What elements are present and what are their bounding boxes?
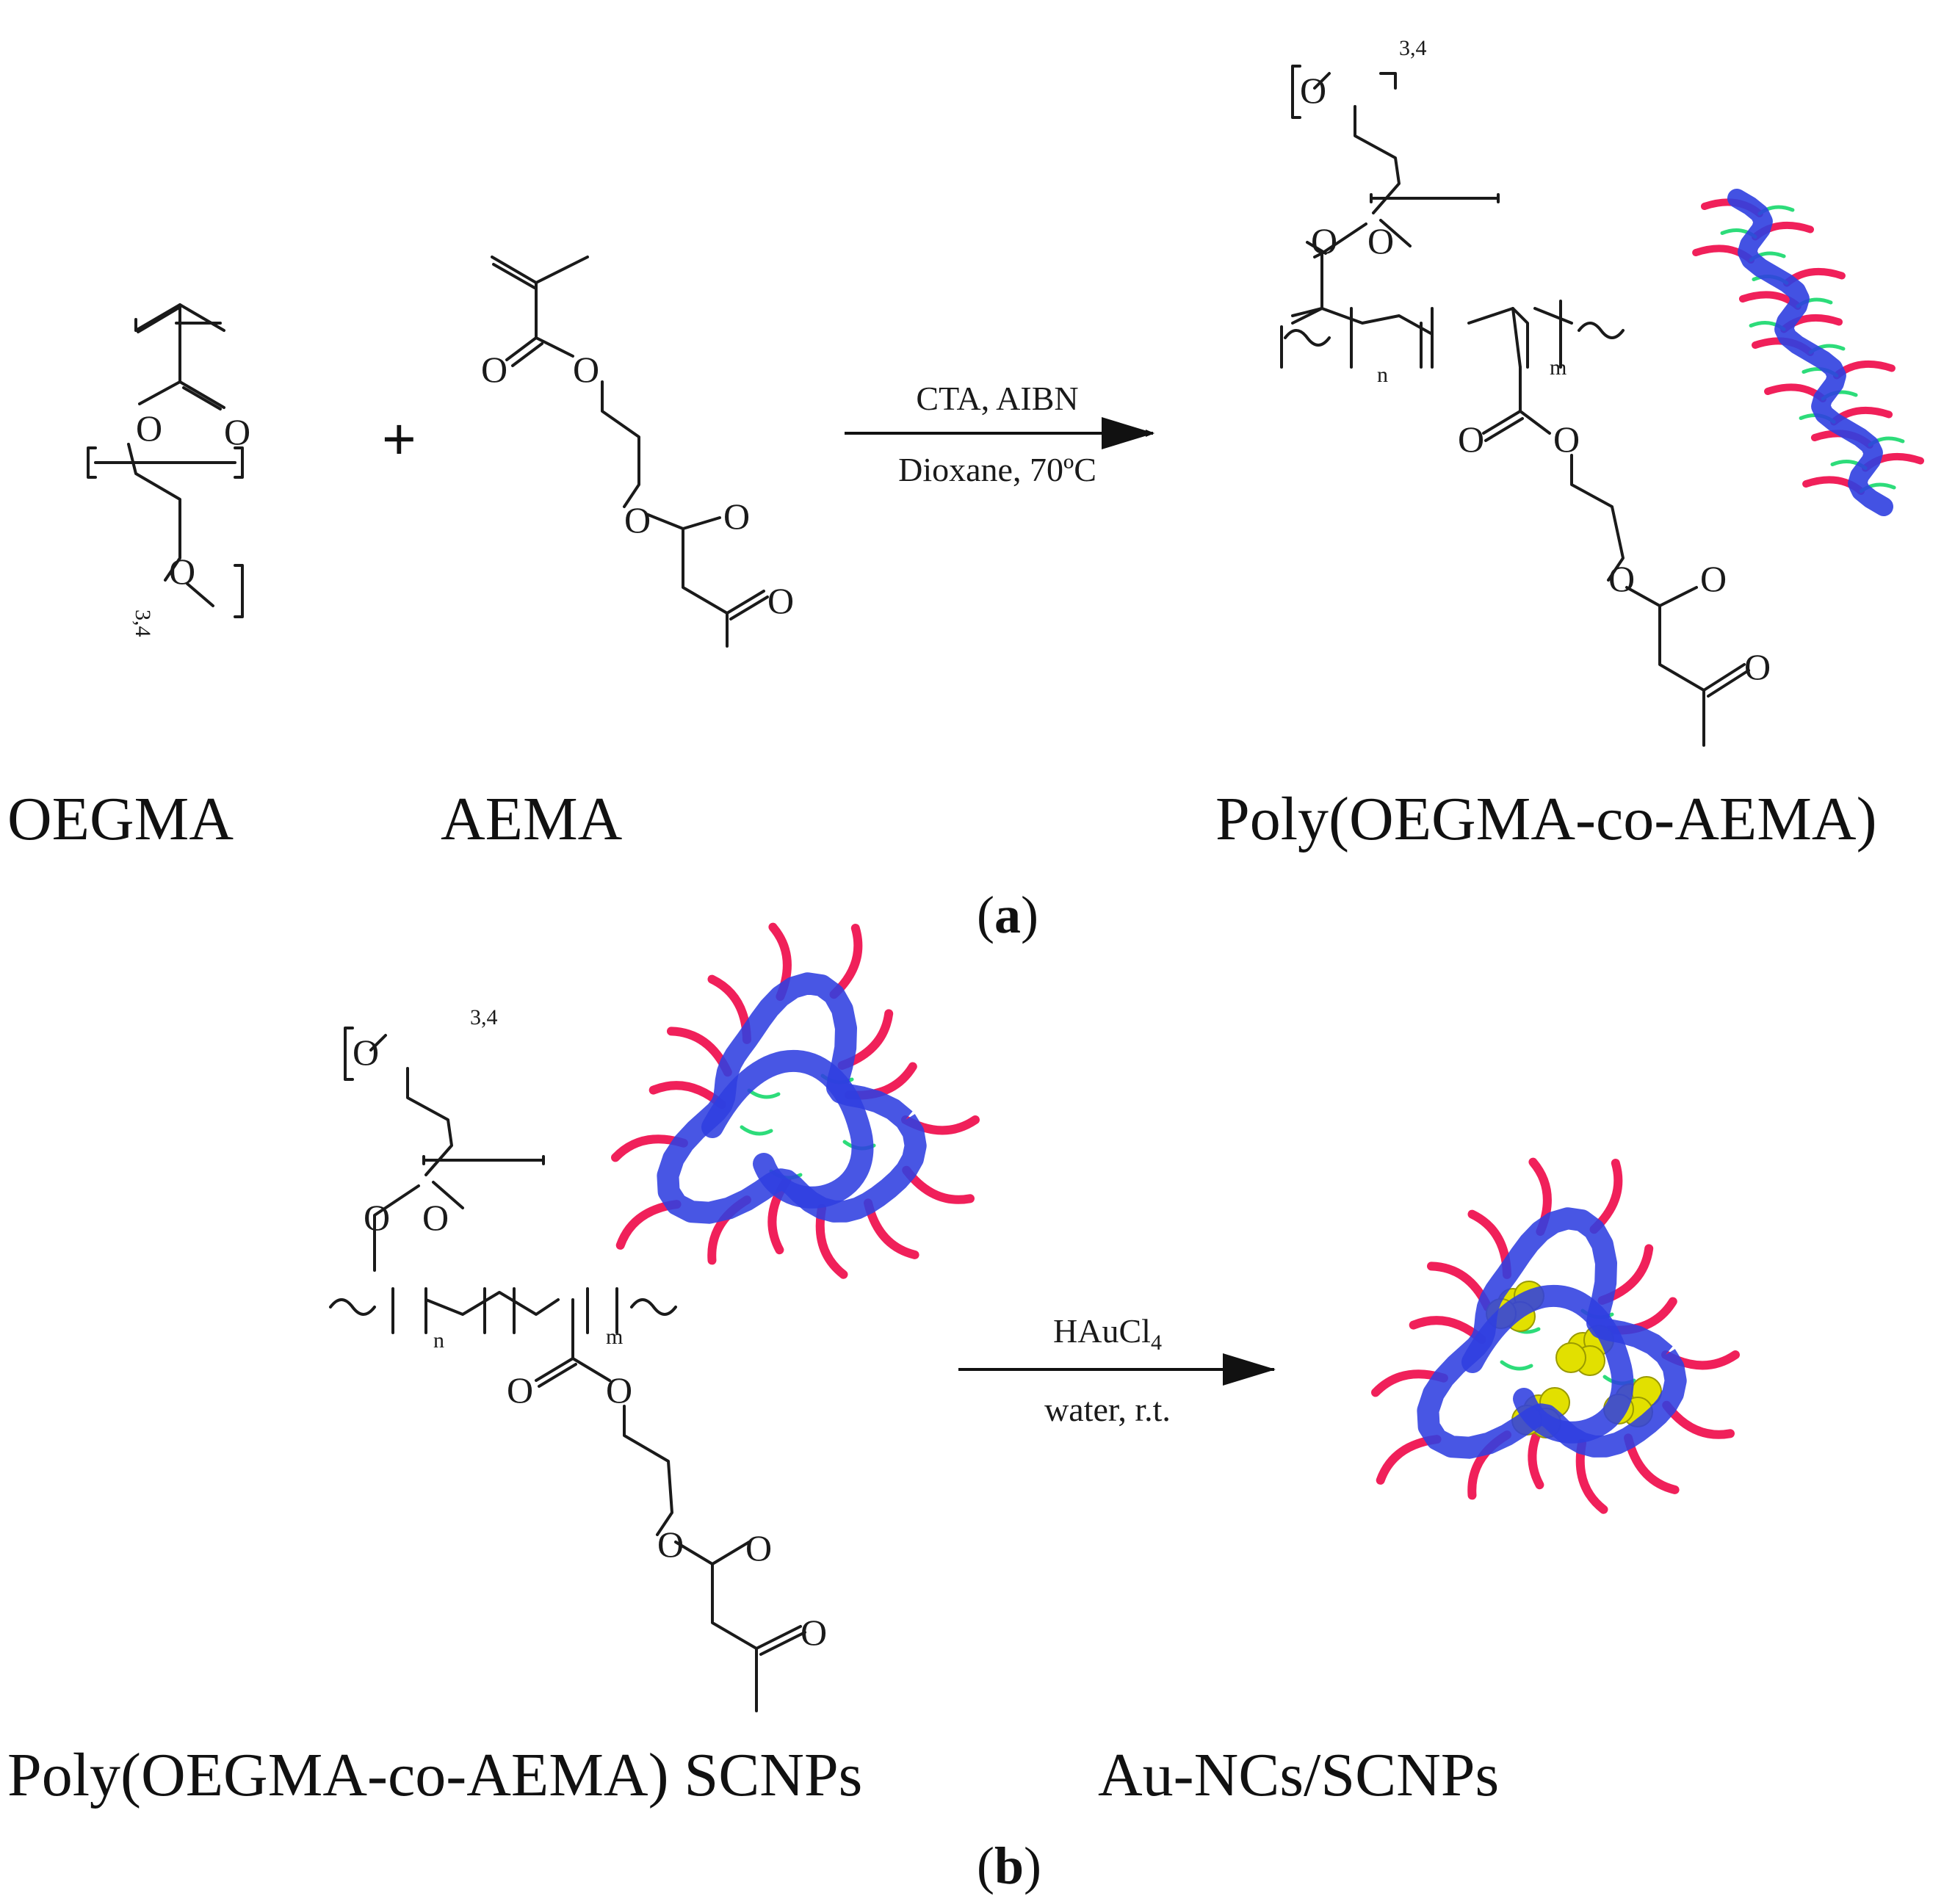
crosslink-group [740, 1125, 773, 1136]
panel-b-label: (b) [977, 1836, 1041, 1895]
oegma-oxygen-carbonyl: O [224, 411, 250, 452]
product-a-oxygen-5: O [1553, 419, 1580, 460]
scnp-cartoon [611, 922, 980, 1279]
reaction-b-reagent-subscript: 4 [1151, 1331, 1162, 1355]
aema-oxygen-5: O [767, 580, 794, 621]
reactant-b-oxygen-carbonyl: O [364, 1197, 390, 1238]
reaction-a-solvent-temp: Dioxane, 70ºC [898, 451, 1096, 488]
backbone-chain [1461, 1285, 1634, 1444]
reaction-arrow-b: HAuCl4 water, r.t. [958, 1312, 1276, 1428]
gold-nanocluster-atom [1555, 1342, 1586, 1373]
product-a-oxygen-ester: O [1367, 220, 1394, 261]
aema-oxygen-1: O [481, 349, 507, 390]
label-product-a: Poly(OEGMA-co-AEMA) [1215, 785, 1877, 853]
au-nc-scnp-cartoon [1371, 1157, 1740, 1514]
product-a-subscript-n: n [1377, 363, 1388, 387]
product-a-oxygen-8: O [1744, 646, 1771, 687]
product-a-oxygen-4: O [1458, 419, 1484, 460]
panel-a-letter: a [994, 886, 1021, 944]
backbone-chain [701, 1050, 874, 1209]
label-scnps: Poly(OEGMA-co-AEMA) SCNPs [7, 1741, 862, 1809]
reactant-b-oxygen-7: O [745, 1527, 772, 1568]
reactant-b-oxygen-ester: O [422, 1197, 449, 1238]
aema-oxygen-3: O [624, 499, 651, 540]
reactant-b-subscript-n: n [433, 1328, 444, 1353]
product-a-oxygen-carbonyl: O [1311, 220, 1337, 261]
linear-polymer-cartoon [1692, 189, 1924, 516]
reactant-b-oxygen-4: O [507, 1369, 533, 1411]
aema-oxygen-2: O [573, 349, 599, 390]
aema-structure: O O O O O [481, 256, 794, 648]
aema-oxygen-4: O [723, 496, 750, 537]
product-a-oxygen-ether-1: O [1300, 70, 1326, 111]
panel-b-letter: b [994, 1836, 1024, 1895]
reaction-a-reagents: CTA, AIBN [916, 380, 1078, 417]
reaction-b-reagent-main: HAuCl [1053, 1312, 1151, 1350]
reactant-b-oxygen-6: O [657, 1524, 684, 1565]
crosslink-group [1500, 1360, 1533, 1371]
product-a-subscript-m: m [1550, 355, 1566, 380]
reactant-b-oxygen-8: O [801, 1612, 827, 1653]
label-oegma: OEGMA [7, 785, 234, 853]
label-aema: AEMA [441, 785, 623, 853]
label-au-ncs-scnps: Au-NCs/SCNPs [1098, 1741, 1499, 1809]
reactant-b-repeat-label: 3,4 [470, 1005, 498, 1029]
reaction-arrow-a: CTA, AIBN Dioxane, 70ºC [845, 380, 1154, 488]
polymer-structure-b: O O O O O O O O 3,4 n m [329, 1005, 827, 1712]
reactant-b-oxygen-5: O [606, 1369, 632, 1411]
product-a-oxygen-6: O [1608, 558, 1635, 599]
backbone-chain [657, 972, 927, 1224]
polymer-structure-a: O O O O O O O O 3,4 n m [1280, 36, 1771, 747]
oegma-oxygen-ether: O [169, 551, 195, 592]
panel-a-label: (a) [977, 886, 1038, 944]
product-a-repeat-label: 3,4 [1399, 36, 1427, 60]
oegma-structure: O O O 3,4 [87, 303, 250, 637]
reactant-b-oxygen-ether: O [353, 1032, 379, 1073]
plus-sign: + [382, 406, 416, 471]
product-a-oxygen-7: O [1700, 558, 1727, 599]
reaction-b-conditions: water, r.t. [1044, 1391, 1171, 1428]
backbone-chain [1727, 189, 1893, 516]
reactant-b-subscript-m: m [606, 1325, 623, 1349]
reaction-b-reagent: HAuCl4 [1053, 1312, 1162, 1355]
oegma-repeat-label: 3,4 [131, 609, 155, 637]
oegma-oxygen-ester: O [136, 408, 162, 449]
crosslink-group [747, 1088, 781, 1099]
